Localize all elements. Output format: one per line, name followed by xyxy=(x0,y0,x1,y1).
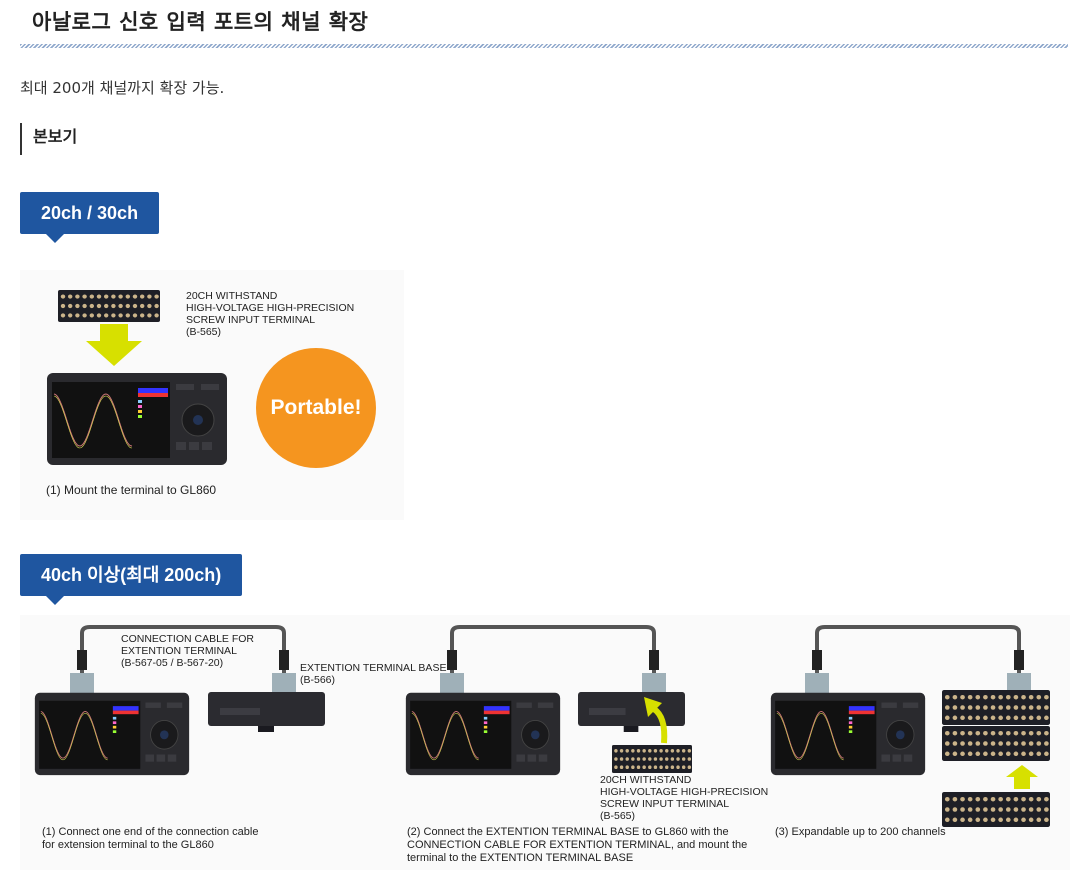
screw-terminal-image xyxy=(612,745,692,773)
page-title: 아날로그 신호 입력 포트의 채널 확장 xyxy=(32,10,369,34)
caption-step-2: (2) Connect the EXTENTION TERMINAL BASE … xyxy=(407,826,748,864)
screw-terminal-image xyxy=(58,290,160,322)
screw-terminal-image xyxy=(942,792,1050,827)
gl860-device-image xyxy=(405,690,561,776)
connection-cables xyxy=(70,625,1031,693)
gl860-device-image xyxy=(770,690,926,776)
caption-mount: (1) Mount the terminal to GL860 xyxy=(46,483,217,497)
up-arrow-icon xyxy=(1006,765,1038,789)
down-arrow-icon xyxy=(86,324,142,366)
caption-step-1: (1) Connect one end of the connection ca… xyxy=(42,826,259,851)
terminal-label: 20CH WITHSTAND HIGH-VOLTAGE HIGH-PRECISI… xyxy=(600,774,769,822)
curved-arrow-icon xyxy=(644,697,668,744)
cable-label: CONNECTION CABLE FOR EXTENTION TERMINAL … xyxy=(121,633,255,669)
badge-40ch-plus: 40ch 이상(최대 200ch) xyxy=(20,554,243,605)
portable-badge: Portable! xyxy=(256,348,376,468)
extension-terminal-base-image xyxy=(208,692,325,732)
gl860-device-image xyxy=(46,370,228,466)
sample-heading: 본보기 xyxy=(20,123,77,155)
caption-step-3: (3) Expandable up to 200 channels xyxy=(775,826,946,838)
terminal-label: 20CH WITHSTAND HIGH-VOLTAGE HIGH-PRECISI… xyxy=(186,290,355,338)
screw-terminal-image xyxy=(942,726,1050,761)
title-divider xyxy=(20,44,1068,48)
badge-20ch-30ch: 20ch / 30ch xyxy=(20,192,160,243)
gl860-device-image xyxy=(34,690,190,776)
base-label: EXTENTION TERMINAL BASE (B-566) xyxy=(300,662,447,686)
screw-terminal-image xyxy=(942,690,1050,725)
intro-text: 최대 200개 채널까지 확장 가능. xyxy=(20,79,225,97)
